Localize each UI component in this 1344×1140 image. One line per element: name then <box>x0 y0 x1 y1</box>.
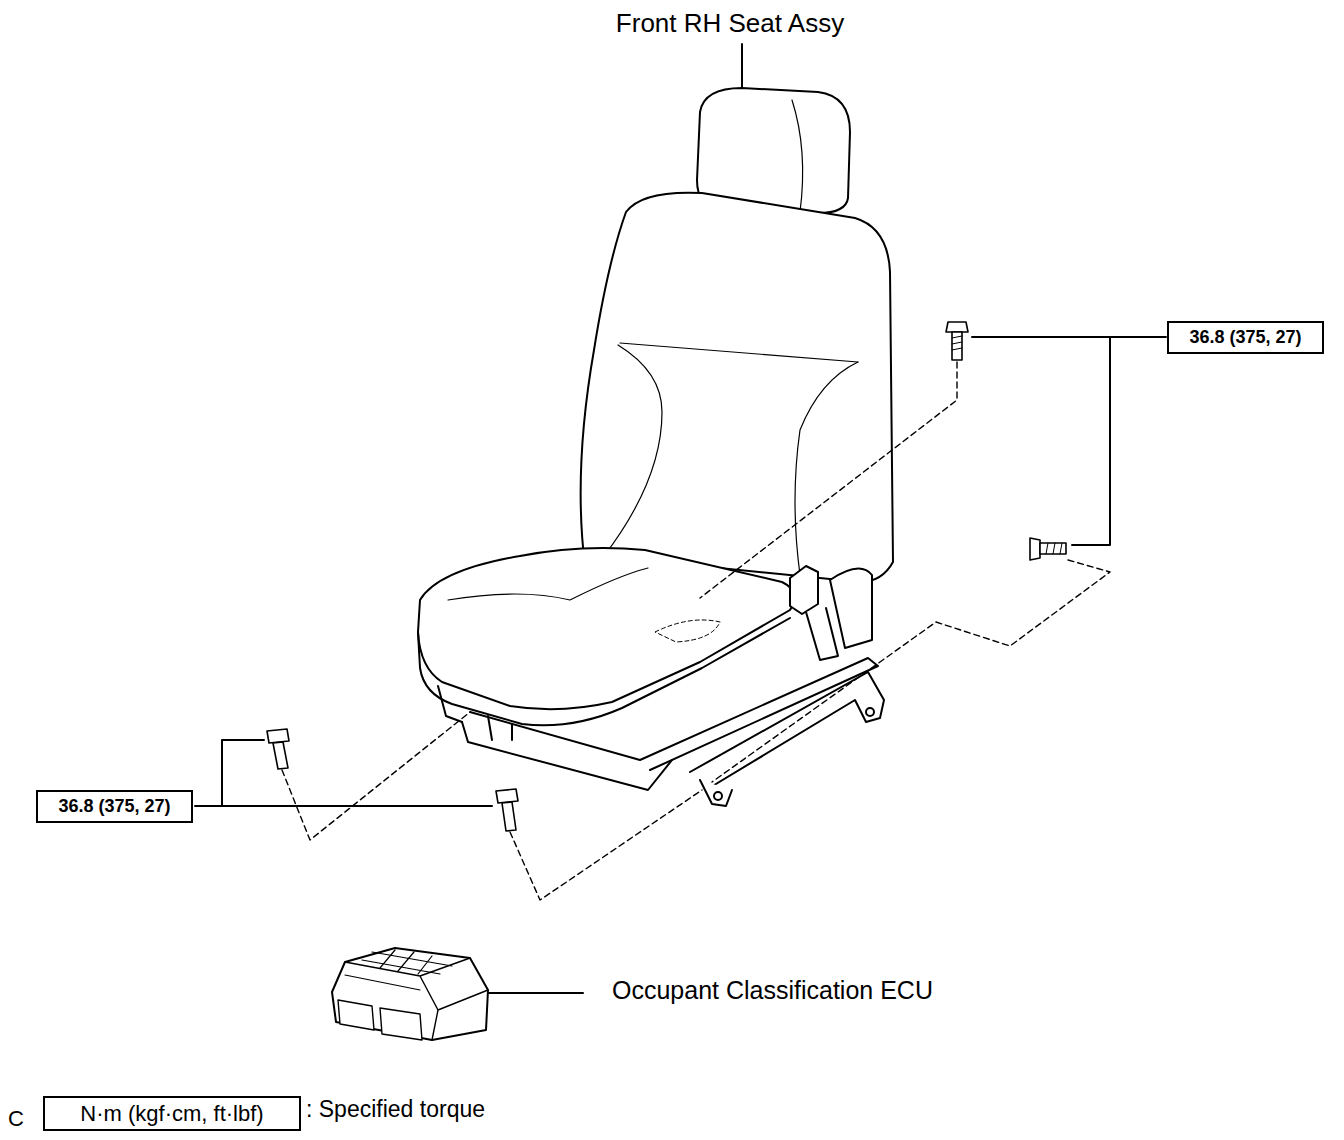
install-line <box>712 560 1110 782</box>
torque-bracket <box>1072 337 1166 545</box>
rail-bracket <box>700 780 732 806</box>
seat-rail <box>690 672 884 790</box>
bolt-shank <box>273 742 288 769</box>
bolt <box>1030 538 1040 560</box>
bolt-shank <box>502 802 516 831</box>
hidden-ecu <box>655 620 720 642</box>
torque-spec-box: 36.8 (375, 27) <box>36 790 193 823</box>
seat-frame <box>462 722 672 790</box>
cushion-front <box>418 618 790 725</box>
torque-bracket <box>222 805 492 807</box>
buckle-stalk <box>806 608 838 660</box>
torque-value: N·m (kgf·cm, ft·lbf) <box>80 1101 263 1127</box>
torque-bracket <box>972 336 1110 338</box>
bolt-thread <box>1046 543 1062 554</box>
install-line <box>282 712 470 840</box>
headrest-seam <box>792 100 803 212</box>
backrest-seam <box>604 345 662 556</box>
part-name: Occupant Classification ECU <box>612 976 933 1005</box>
backrest-side <box>795 362 858 575</box>
install-line <box>510 790 702 900</box>
seat-cushion <box>418 548 795 709</box>
install-line <box>700 362 957 598</box>
seat-belt-buckle <box>790 566 818 614</box>
bolt-shank <box>952 332 962 360</box>
page-letter: C <box>8 1106 24 1132</box>
ecu-body <box>332 948 488 1040</box>
seat-frame <box>438 686 462 722</box>
bolt-shank <box>1040 543 1066 554</box>
bolt-hole <box>714 792 722 800</box>
ecu-connector <box>338 1000 422 1040</box>
torque-spec-box: 36.8 (375, 27) <box>1167 321 1324 354</box>
unit-legend-box: N·m (kgf·cm, ft·lbf) <box>43 1096 301 1131</box>
torque-bracket <box>195 740 264 806</box>
bolt-thread <box>952 336 962 350</box>
backrest-seam <box>620 343 858 362</box>
seat-backrest <box>581 193 893 582</box>
recliner-cover <box>830 569 872 648</box>
bolt <box>946 322 968 332</box>
torque-value: 36.8 (375, 27) <box>58 796 170 817</box>
cushion-seam <box>448 568 648 600</box>
rail-detail <box>488 716 512 740</box>
headrest <box>697 88 850 213</box>
bolt-hole <box>866 708 874 716</box>
ecu-grid <box>345 950 452 990</box>
bolt <box>267 729 289 743</box>
legend-note: : Specified torque <box>306 1096 485 1123</box>
leader-line <box>488 992 583 994</box>
leader-line <box>741 44 743 88</box>
seat-rail <box>470 658 878 770</box>
bolt <box>496 789 518 803</box>
torque-value: 36.8 (375, 27) <box>1189 327 1301 348</box>
part-name: Front RH Seat Assy <box>616 8 844 39</box>
